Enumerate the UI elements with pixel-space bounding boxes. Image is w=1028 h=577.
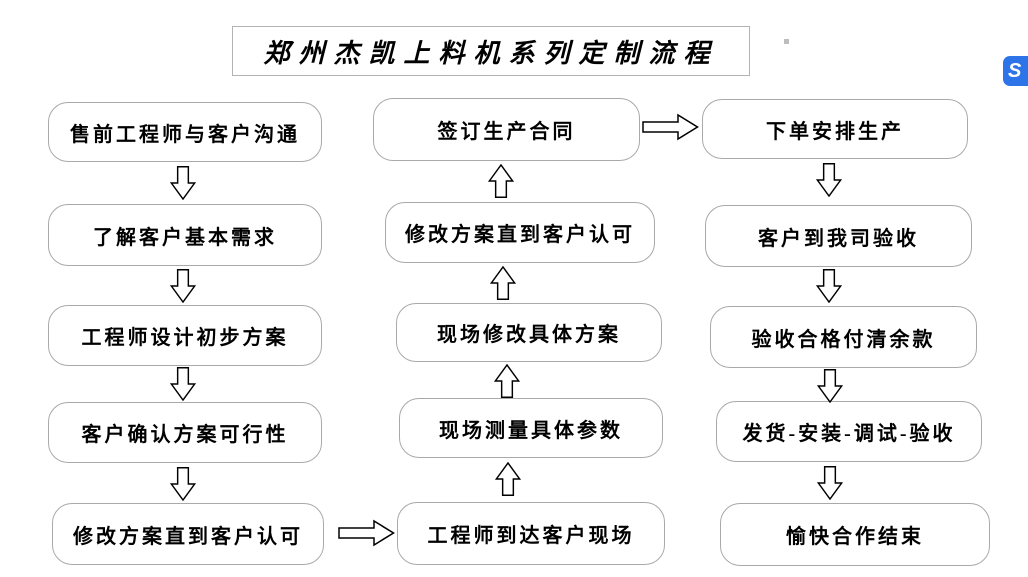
arrow-down-icon — [170, 166, 196, 200]
arrow-up-icon — [494, 364, 520, 398]
node-sign-contract: 签订生产合同 — [373, 98, 640, 161]
node-confirm-feasibility: 客户确认方案可行性 — [48, 402, 322, 463]
arrow-down-icon — [170, 269, 196, 303]
node-measure-parameters-onsite: 现场测量具体参数 — [399, 398, 663, 458]
node-happy-cooperation-end: 愉快合作结束 — [720, 503, 990, 566]
arrow-right-icon — [338, 519, 395, 547]
stray-dot — [784, 39, 789, 44]
arrow-down-icon — [816, 163, 842, 197]
node-understand-needs: 了解客户基本需求 — [48, 204, 322, 266]
arrow-down-icon — [170, 367, 196, 401]
arrow-up-icon — [490, 266, 516, 300]
arrow-up-icon — [495, 462, 521, 496]
node-modify-plan-onsite: 现场修改具体方案 — [396, 303, 662, 362]
floating-chat-logo-button[interactable]: S — [1003, 56, 1028, 86]
arrow-down-icon — [817, 466, 843, 500]
node-customer-acceptance-visit: 客户到我司验收 — [705, 205, 972, 267]
node-engineer-arrives-site: 工程师到达客户现场 — [397, 502, 665, 565]
node-ship-install-debug-accept: 发货-安装-调试-验收 — [716, 401, 982, 462]
logo-s-icon: S — [1008, 60, 1022, 82]
node-initial-design: 工程师设计初步方案 — [48, 305, 322, 366]
diagram-title: 郑州杰凯上料机系列定制流程 — [232, 26, 750, 76]
arrow-down-icon — [816, 269, 842, 303]
node-pay-balance: 验收合格付清余款 — [710, 306, 977, 368]
arrow-up-icon — [488, 164, 514, 198]
arrow-down-icon — [817, 369, 843, 403]
node-presales-communication: 售前工程师与客户沟通 — [48, 102, 322, 162]
node-place-order-production: 下单安排生产 — [702, 99, 968, 159]
arrow-right-icon — [642, 113, 699, 141]
node-revise-onsite-until-approved: 修改方案直到客户认可 — [385, 202, 655, 263]
arrow-down-icon — [170, 467, 196, 501]
node-revise-until-approved: 修改方案直到客户认可 — [52, 503, 324, 565]
